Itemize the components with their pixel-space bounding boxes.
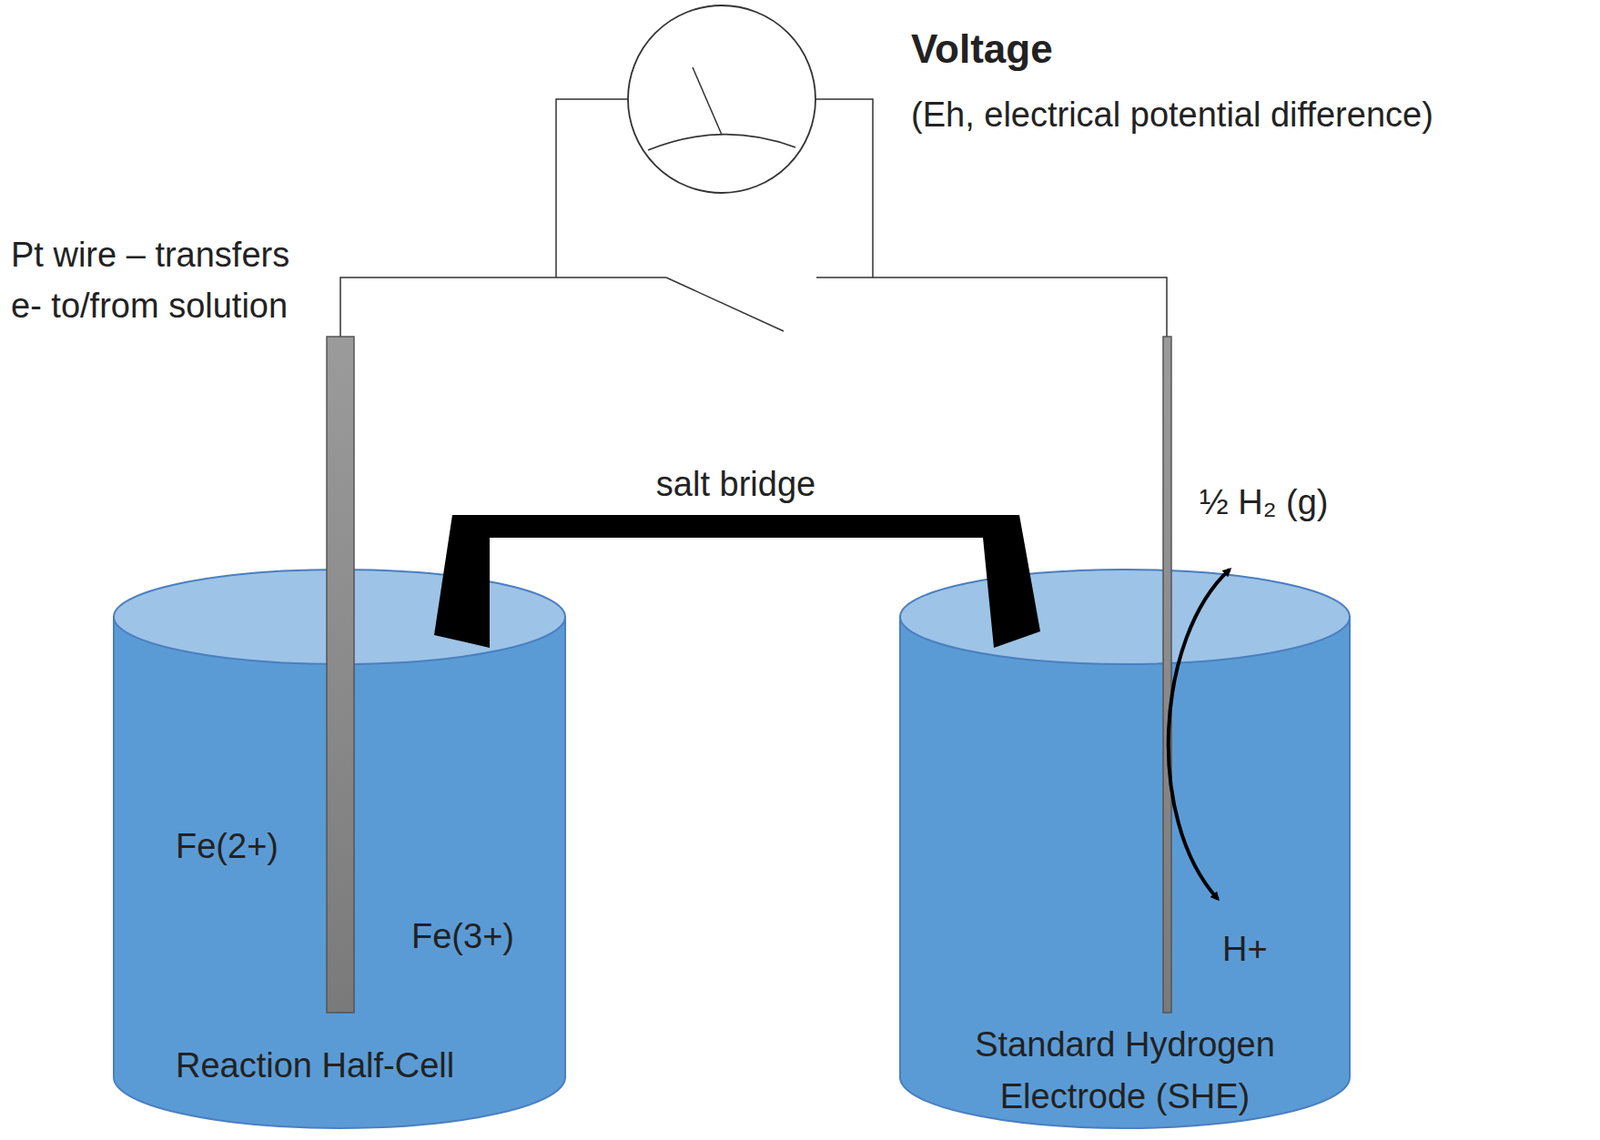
beaker-half-cell: Fe(2+) Fe(3+) Reaction Half-Cell bbox=[111, 566, 568, 1131]
voltmeter bbox=[627, 5, 816, 193]
pt-electrode bbox=[1163, 336, 1172, 1013]
gas-label: ½ H₂ (g) bbox=[1199, 482, 1328, 525]
exchange-arrow bbox=[1168, 569, 1230, 900]
edge-label: salt bridge bbox=[656, 464, 816, 507]
electrode-note: Pt wire – transfers e- to/from solution bbox=[10, 229, 312, 332]
heading-text: Voltage bbox=[911, 25, 1054, 74]
subheading-text: (Eh, electrical potential difference) bbox=[911, 94, 1434, 137]
salt-bridge bbox=[434, 515, 1041, 649]
cell-text: Fe(2+) bbox=[175, 826, 279, 869]
circuit-wire bbox=[340, 99, 1167, 337]
cell-text: H+ bbox=[1222, 929, 1268, 972]
cell-text: Fe(3+) bbox=[411, 916, 515, 959]
beaker-half-cell: H+ Standard Hydrogen Electrode (SHE) bbox=[898, 566, 1352, 1131]
cell-text: Standard Hydrogen Electrode (SHE) bbox=[924, 1019, 1326, 1124]
pt-electrode bbox=[326, 336, 355, 1013]
cell-text: Reaction Half-Cell bbox=[175, 1045, 455, 1088]
